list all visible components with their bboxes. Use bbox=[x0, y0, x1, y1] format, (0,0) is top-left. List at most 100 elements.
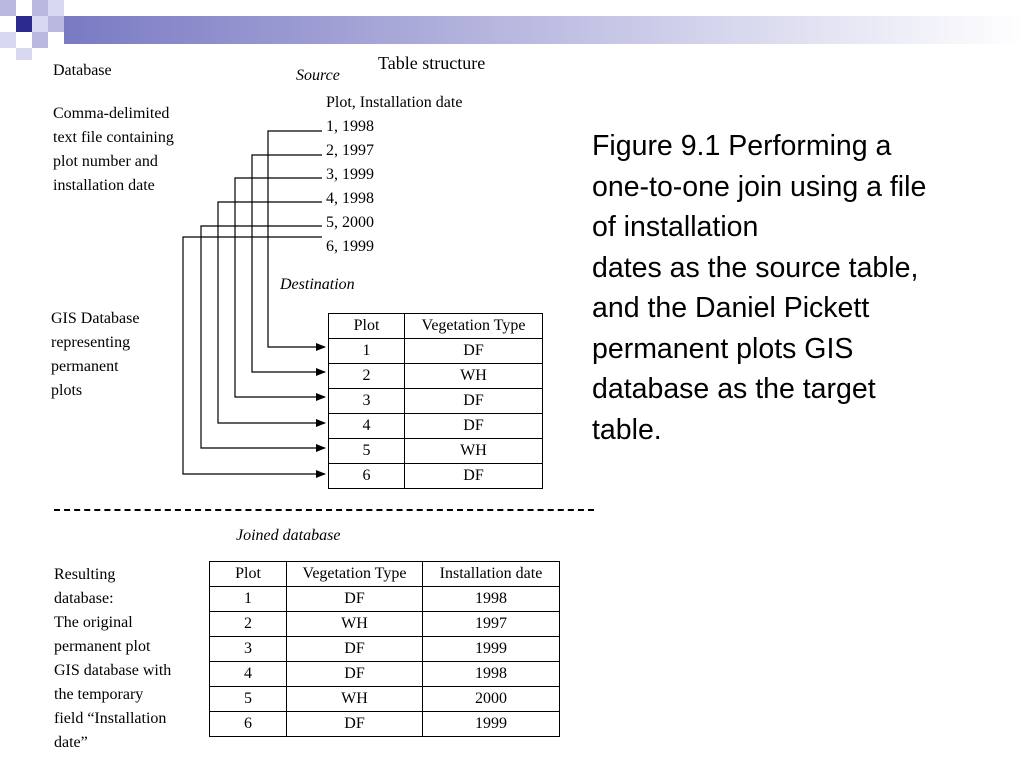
source-desc-line: Comma-delimited bbox=[53, 105, 170, 122]
result-desc-line: Resulting bbox=[54, 566, 116, 583]
database-label: Database bbox=[53, 62, 112, 79]
source-line: 5, 2000 bbox=[326, 214, 374, 231]
deco-square-2 bbox=[32, 0, 48, 16]
deco-square-4 bbox=[16, 16, 32, 32]
result-desc-line: the temporary bbox=[54, 686, 144, 703]
table-cell: 6 bbox=[209, 711, 287, 737]
caption-line: of installation bbox=[592, 211, 759, 243]
table-cell: DF bbox=[286, 586, 423, 612]
caption-line: database as the target bbox=[592, 373, 876, 405]
caption-line: permanent plots GIS bbox=[592, 332, 854, 365]
source-text-file: Plot, Installation date 1, 1998 2, 1997 … bbox=[326, 91, 462, 259]
result-desc-line: date” bbox=[54, 734, 88, 751]
table-cell: 1998 bbox=[422, 586, 560, 612]
table-cell: 2 bbox=[209, 611, 287, 637]
source-desc-line: installation date bbox=[53, 177, 155, 194]
header-gradient-stripe bbox=[64, 16, 1024, 44]
result-description: Resulting database: The original permane… bbox=[54, 563, 171, 755]
source-label: Source bbox=[296, 67, 340, 84]
caption-line: table. bbox=[592, 413, 662, 446]
caption-line: one-to-one join using a file bbox=[592, 170, 927, 203]
source-desc-line: text file containing bbox=[53, 129, 174, 146]
table-cell: 4 bbox=[328, 413, 405, 439]
table-cell: WH bbox=[286, 686, 423, 712]
table-structure-title: Table structure bbox=[378, 53, 486, 73]
table-cell: 4 bbox=[209, 661, 287, 687]
dashed-separator bbox=[54, 509, 594, 511]
result-desc-line: permanent plot bbox=[54, 638, 151, 655]
result-desc-line: field “Installation bbox=[54, 710, 167, 727]
gis-desc-line: permanent bbox=[51, 358, 119, 375]
destination-label: Destination bbox=[280, 276, 355, 293]
joined-database-label: Joined database bbox=[236, 527, 341, 544]
caption-line: and the Daniel Pickett bbox=[592, 292, 870, 324]
join-arrow-2 bbox=[251, 154, 326, 376]
gis-desc-line: representing bbox=[51, 334, 131, 351]
join-arrow-1 bbox=[267, 130, 326, 351]
join-arrow-5 bbox=[200, 225, 326, 452]
joined-database-table: Plot Vegetation Type Installation date 1… bbox=[209, 561, 560, 737]
figure-caption: Figure 9.1 Performing a one-to-one join … bbox=[592, 126, 1012, 450]
decorative-header-bar bbox=[0, 0, 1024, 60]
source-line: 4, 1998 bbox=[326, 190, 374, 207]
table-cell: DF bbox=[404, 338, 543, 364]
gis-description: GIS Database representing permanent plot… bbox=[51, 307, 139, 403]
table-cell: 1997 bbox=[422, 611, 560, 637]
result-desc-line: database: bbox=[54, 590, 114, 607]
source-line-header: Plot, Installation date bbox=[326, 94, 463, 111]
table-header-cell: Plot bbox=[209, 561, 287, 587]
gis-desc-line: GIS Database bbox=[51, 310, 140, 327]
table-header-row: Plot Vegetation Type Installation date bbox=[209, 561, 560, 587]
deco-square-1 bbox=[0, 0, 16, 16]
table-cell: WH bbox=[286, 611, 423, 637]
table-cell: DF bbox=[286, 711, 423, 737]
join-arrow-6 bbox=[182, 236, 326, 478]
table-cell: 2 bbox=[328, 363, 405, 389]
table-cell: 2000 bbox=[422, 686, 560, 712]
table-cell: 3 bbox=[328, 388, 405, 414]
table-cell: DF bbox=[286, 636, 423, 662]
join-arrow-4 bbox=[217, 201, 326, 427]
table-cell: 1998 bbox=[422, 661, 560, 687]
result-desc-line: GIS database with bbox=[54, 662, 172, 679]
table-cell: 1999 bbox=[422, 636, 560, 662]
table-cell: 6 bbox=[328, 463, 405, 489]
table-cell: 1 bbox=[328, 338, 405, 364]
result-desc-line: The original bbox=[54, 614, 133, 631]
deco-square-7 bbox=[0, 32, 16, 48]
table-cell: 1 bbox=[209, 586, 287, 612]
source-line: 1, 1998 bbox=[326, 118, 374, 135]
table-header-cell: Installation date bbox=[422, 561, 560, 587]
table-cell: 3 bbox=[209, 636, 287, 662]
table-cell: 5 bbox=[328, 438, 405, 464]
table-cell: 5 bbox=[209, 686, 287, 712]
caption-line: Figure 9.1 Performing a bbox=[592, 130, 892, 162]
table-header-row: Plot Vegetation Type bbox=[328, 313, 543, 339]
join-arrow-3 bbox=[234, 177, 326, 401]
source-line: 3, 1999 bbox=[326, 166, 374, 183]
source-line: 6, 1999 bbox=[326, 238, 374, 255]
table-cell: DF bbox=[404, 463, 543, 489]
table-cell: DF bbox=[286, 661, 423, 687]
table-header-cell: Plot bbox=[328, 313, 405, 339]
gis-desc-line: plots bbox=[51, 382, 83, 399]
table-cell: DF bbox=[404, 413, 543, 439]
source-line: 2, 1997 bbox=[326, 142, 374, 159]
table-cell: WH bbox=[404, 438, 543, 464]
source-desc-line: plot number and bbox=[53, 153, 158, 170]
source-description: Comma-delimited text file containing plo… bbox=[53, 102, 174, 198]
deco-square-8 bbox=[32, 32, 48, 48]
